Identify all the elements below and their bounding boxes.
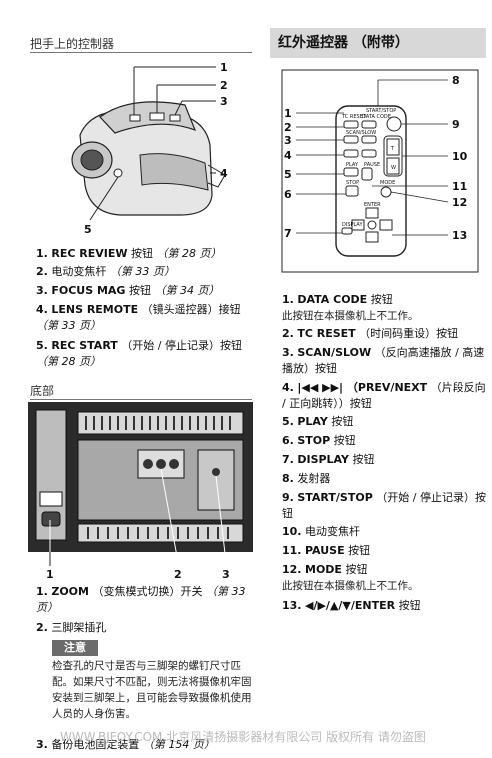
remote-scan-slow-label: SCAN/SLOW <box>346 130 376 136</box>
callout-13: 13 <box>452 229 467 242</box>
callout-1: 1 <box>284 107 292 120</box>
section-rule <box>30 52 252 53</box>
remote-mode-label: MODE <box>380 180 395 186</box>
callout-5: 5 <box>84 223 92 235</box>
callout-7: 7 <box>284 227 292 240</box>
note-text: 检查孔的尺寸是否与三脚架的螺钉尺寸匹配。如果尺寸不匹配，则无法将摄像机牢固安装到… <box>52 660 252 720</box>
callout-3: 3 <box>220 95 228 108</box>
remote-display-label: DISPLAY <box>342 222 363 228</box>
callout-4: 4 <box>284 149 292 162</box>
callout-2: 2 <box>220 79 228 92</box>
camera-top-illustration: 1 2 3 4 5 <box>71 61 228 235</box>
list-item: 2. TC RESET （时间码重设）按钮 <box>282 327 459 340</box>
list-item: 11. PAUSE 按钮 <box>282 544 371 557</box>
callout-2: 2 <box>284 121 292 134</box>
list-item: 5. PLAY 按钮 <box>282 415 354 428</box>
callout-4: 4 <box>220 167 228 180</box>
watermark: WWW.BJFOY.COM 北京风清扬摄影器材有限公司 版权所有 请勿盗图 <box>60 730 426 744</box>
list-item: 7. DISPLAY 按钮 <box>282 453 375 466</box>
remote-play-label: PLAY <box>346 162 359 168</box>
callout-8: 8 <box>452 74 460 87</box>
callout-2: 2 <box>174 568 182 581</box>
list-item: 3. FOCUS MAG 按钮 （第 34 页） <box>36 284 220 297</box>
callout-12: 12 <box>452 196 467 209</box>
remote-enter-label: ENTER <box>364 202 381 208</box>
list-item: 5. REC START （开始 / 停止记录）按钮 （第 28 页） <box>36 339 242 368</box>
remote-tc-reset-label: TC RESET <box>341 114 367 120</box>
note-label: 注意 <box>52 640 98 656</box>
callout-3: 3 <box>284 134 292 147</box>
remote-start-stop-label: START/STOP <box>366 108 396 114</box>
callout-6: 6 <box>284 188 292 201</box>
list-item: 10. 电动变焦杆 <box>282 525 360 538</box>
list-item: 1. DATA CODE 按钮 此按钮在本摄像机上不工作。 <box>282 293 419 322</box>
callout-5: 5 <box>284 168 292 181</box>
list-item: 12. MODE 按钮 此按钮在本摄像机上不工作。 <box>282 563 419 592</box>
callout-9: 9 <box>452 118 460 131</box>
callout-3: 3 <box>222 568 230 581</box>
remote-pause-label: PAUSE <box>364 162 380 168</box>
callout-11: 11 <box>452 180 467 193</box>
list-item: 13. ◀/▶/▲/▼/ENTER 按钮 <box>282 599 421 612</box>
section-rule <box>30 399 252 400</box>
section-title-handle-controls: 把手上的控制器 <box>30 37 115 51</box>
callout-1: 1 <box>220 61 228 74</box>
remote-illustration: START/STOP TC RESET DATA CODE SCAN/SLOW … <box>281 69 479 273</box>
list-item: 3. SCAN/SLOW （反向高速播放 / 高速播放）按钮 <box>282 346 485 375</box>
list-item: 3. 备份电池固定装置 （第 154 页） <box>36 738 215 751</box>
callout-1: 1 <box>46 568 54 581</box>
list-item: 4. LENS REMOTE （镜头遥控器）接钮 （第 33 页） <box>36 303 241 332</box>
list-item: 1. ZOOM （变焦模式切换）开关 （第 33 页） <box>36 585 246 614</box>
remote-data-code-label: DATA CODE <box>362 114 391 120</box>
list-item: 9. START/STOP （开始 / 停止记录）按钮 <box>282 491 486 520</box>
zoom-t-label: T <box>390 146 395 152</box>
list-item: 6. STOP 按钮 <box>282 434 356 447</box>
section-title-bottom: 底部 <box>30 384 55 398</box>
remote-stop-label: STOP <box>346 180 359 186</box>
callout-10: 10 <box>452 150 468 163</box>
list-item: 8. 发射器 <box>282 472 331 485</box>
list-item: 1. REC REVIEW 按钮 （第 28 页） <box>36 247 222 260</box>
list-item: 2. 电动变焦杆 （第 33 页） <box>36 265 175 278</box>
remote-heading: 红外遥控器 （附带） <box>270 28 486 58</box>
camera-bottom-illustration: 1 2 3 <box>28 402 253 581</box>
zoom-w-label: W <box>391 165 396 171</box>
list-item: 2. 三脚架插孔 <box>36 621 107 634</box>
list-item: 4. |◀◀ ▶▶| （PREV/NEXT （片段反向 / 正向跳转））按钮 <box>282 381 486 410</box>
